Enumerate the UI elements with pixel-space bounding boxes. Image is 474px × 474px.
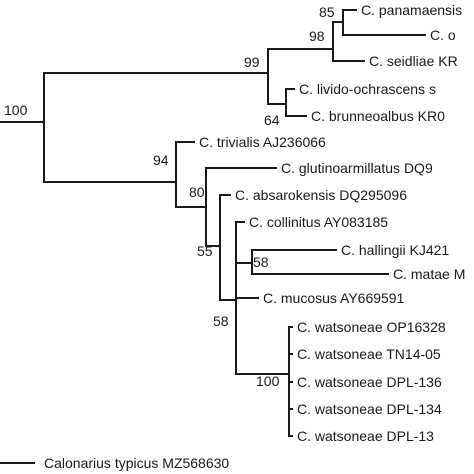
tip-label-livido-ochrascens: C. livido-ochrascens s [299, 81, 436, 97]
tip-label-watsoneae-4: C. watsoneae DPL-134 [297, 401, 442, 417]
support-hallingii-matae: 58 [253, 254, 269, 270]
tip-label-o: C. o [430, 27, 456, 43]
tip-labels: C. panamaensis C. o C. seidliae KR C. li… [44, 2, 465, 471]
tip-label-matae: C. matae M [393, 266, 465, 282]
support-panamaensis-o-seidliae: 98 [309, 28, 325, 44]
support-clade-a: 99 [244, 54, 260, 70]
tip-label-mucosus: C. mucosus AY669591 [263, 290, 405, 306]
tip-label-absarokensis: C. absarokensis DQ295096 [235, 187, 407, 203]
tree-branches [0, 9, 426, 464]
tip-label-hallingii: C. hallingii KJ421 [341, 242, 449, 258]
tip-label-trivialis: C. trivialis AJ236066 [199, 134, 326, 150]
support-values: 100 99 98 85 64 94 80 55 58 58 100 [4, 4, 335, 389]
tip-label-watsoneae-3: C. watsoneae DPL-136 [297, 374, 442, 390]
tip-label-glutinoarmillatus: C. glutinoarmillatus DQ9 [281, 160, 433, 176]
tip-label-watsoneae-1: C. watsoneae OP16328 [297, 319, 446, 335]
support-watsoneae: 100 [256, 373, 280, 389]
tip-label-collinitus: C. collinitus AY083185 [249, 214, 388, 230]
tip-label-watsoneae-5: C. watsoneae DPL-13 [297, 428, 434, 444]
tip-label-calonarius: Calonarius typicus MZ568630 [44, 455, 229, 471]
tip-label-brunneoalbus: C. brunneoalbus KR0 [311, 108, 445, 124]
support-panamaensis-o: 85 [319, 4, 335, 20]
support-clade-b: 94 [153, 152, 169, 168]
tip-label-watsoneae-2: C. watsoneae TN14-05 [297, 346, 441, 362]
support-glutinoarmillatus-rest: 80 [189, 184, 205, 200]
support-collinitus-rest: 58 [213, 313, 229, 329]
tip-label-panamaensis: C. panamaensis [361, 2, 462, 18]
tip-label-seidliae: C. seidliae KR [369, 53, 458, 69]
support-root: 100 [4, 102, 28, 118]
support-absarokensis-rest: 55 [197, 243, 213, 259]
support-livido-brunneoalbus: 64 [264, 112, 280, 128]
